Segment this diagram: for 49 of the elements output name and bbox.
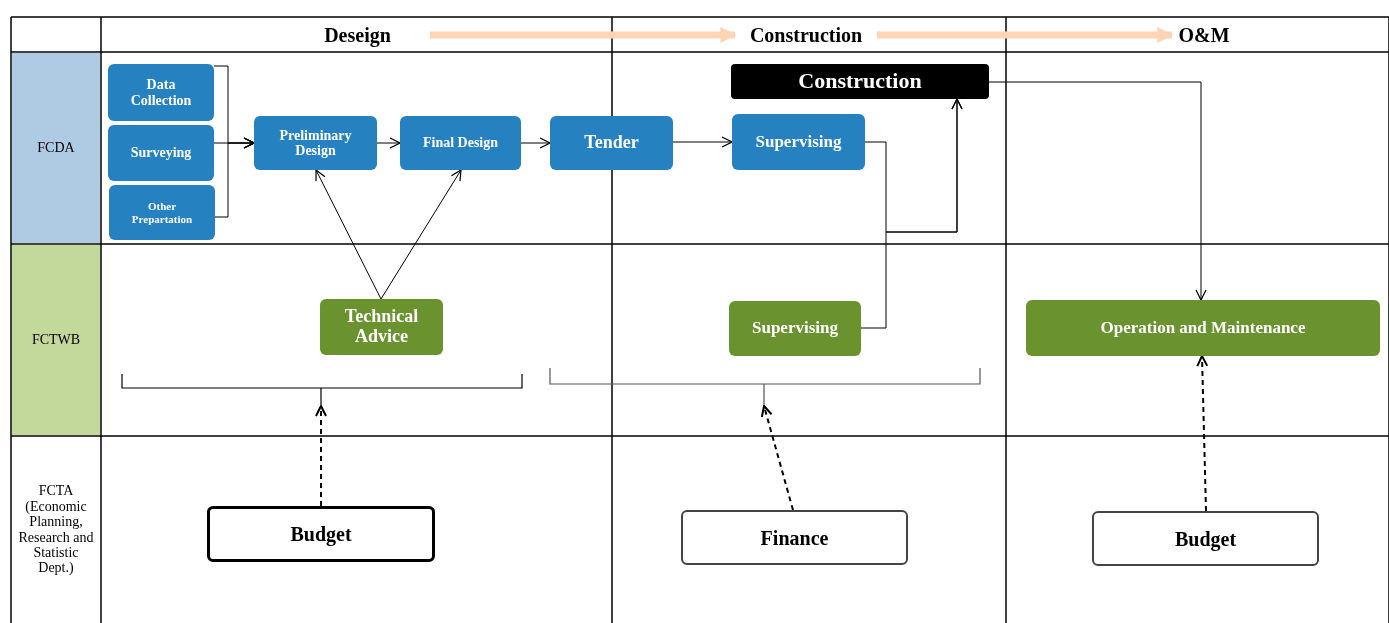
arrow <box>760 405 794 511</box>
arrow <box>214 137 255 218</box>
process-box <box>550 116 673 170</box>
arrow <box>315 405 327 507</box>
box-label: Operation and Maintenance <box>1100 318 1306 338</box>
arrow <box>860 98 963 329</box>
funding-box <box>207 506 435 562</box>
process-box <box>108 64 214 121</box>
lane-label: FCDA <box>37 140 75 156</box>
funding-box <box>681 510 908 565</box>
box-label: Technical Advice <box>343 307 420 347</box>
box-label: Supervising <box>755 132 842 152</box>
arrow <box>380 169 462 300</box>
box-label: Supervising <box>752 319 838 338</box>
lane-label: FCTWB <box>31 332 81 348</box>
arrow <box>988 81 1207 301</box>
box-label: Surveying <box>130 145 192 161</box>
box-label: Finance <box>760 526 829 549</box>
bracket <box>121 372 523 406</box>
box-label: Final Design <box>422 135 499 151</box>
box-label: Preliminary Design <box>278 127 353 159</box>
phase-title: Deseign <box>285 20 430 50</box>
box-label: Budget <box>290 523 352 545</box>
process-box <box>320 299 443 355</box>
process-box <box>109 185 215 240</box>
phase-title: Construction <box>735 20 877 50</box>
arrow <box>315 169 382 300</box>
arrow <box>672 136 733 148</box>
process-box <box>731 64 989 99</box>
phase-title: O&M <box>1172 20 1236 50</box>
box-label: Other Prepartation <box>130 200 194 225</box>
arrow <box>1196 355 1209 512</box>
box-label: Construction <box>798 69 922 94</box>
lane-header <box>12 245 100 435</box>
arrow <box>376 137 401 149</box>
lane-header <box>12 53 100 243</box>
box-label: Tender <box>584 133 639 153</box>
process-box <box>254 116 377 170</box>
bracket <box>549 366 981 406</box>
process-box <box>108 125 214 181</box>
box-label: Data Collection <box>129 77 193 108</box>
box-label: Budget <box>1174 527 1237 550</box>
process-box <box>1026 300 1380 356</box>
funding-box <box>1092 511 1319 566</box>
process-box <box>732 114 865 170</box>
arrow <box>520 137 551 149</box>
lane-label: FCTA (Economic Planning, Research and Statistic Dept.) <box>17 483 95 576</box>
process-box <box>400 116 521 170</box>
process-box <box>729 301 861 356</box>
